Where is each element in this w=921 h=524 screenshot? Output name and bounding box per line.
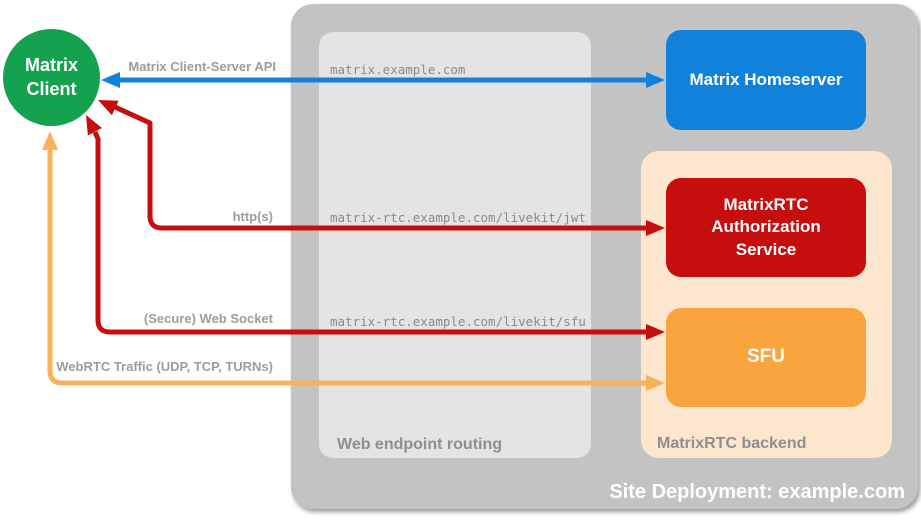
label-https: http(s)	[232, 209, 273, 224]
matrixrtc-authorization-service-label: MatrixRTC Authorization Service	[711, 195, 821, 259]
matrixrtc-backend-caption: MatrixRTC backend	[657, 435, 807, 452]
endpoint-livekit-jwt: matrix-rtc.example.com/livekit/jwt	[330, 210, 586, 225]
endpoint-livekit-sfu: matrix-rtc.example.com/livekit/sfu	[330, 314, 586, 329]
matrix-client-node: Matrix Client	[3, 29, 100, 126]
web-endpoint-routing-container	[319, 32, 591, 458]
arrowhead-left-https	[98, 100, 119, 116]
web-endpoint-routing-caption: Web endpoint routing	[337, 436, 503, 453]
matrix-homeserver-label: Matrix Homeserver	[689, 69, 843, 89]
sfu-label: SFU	[747, 346, 785, 368]
sfu-node: SFU	[666, 308, 866, 407]
endpoint-matrix-example-com: matrix.example.com	[330, 62, 466, 77]
matrixrtc-authorization-service-node: MatrixRTC Authorization Service	[666, 178, 866, 277]
label-secure-web-socket: (Secure) Web Socket	[143, 311, 273, 326]
site-deployment-title: Site Deployment: example.com	[609, 481, 905, 503]
matrix-client-label: Matrix Client	[24, 55, 78, 99]
arrowhead-left-client-server-api	[101, 72, 120, 88]
arrowhead-top-webrtc-traffic	[42, 131, 58, 150]
matrix-homeserver-node: Matrix Homeserver	[666, 30, 866, 130]
label-matrix-client-server-api: Matrix Client-Server API	[128, 59, 276, 74]
label-webrtc-traffic: WebRTC Traffic (UDP, TCP, TURNs)	[56, 359, 273, 374]
